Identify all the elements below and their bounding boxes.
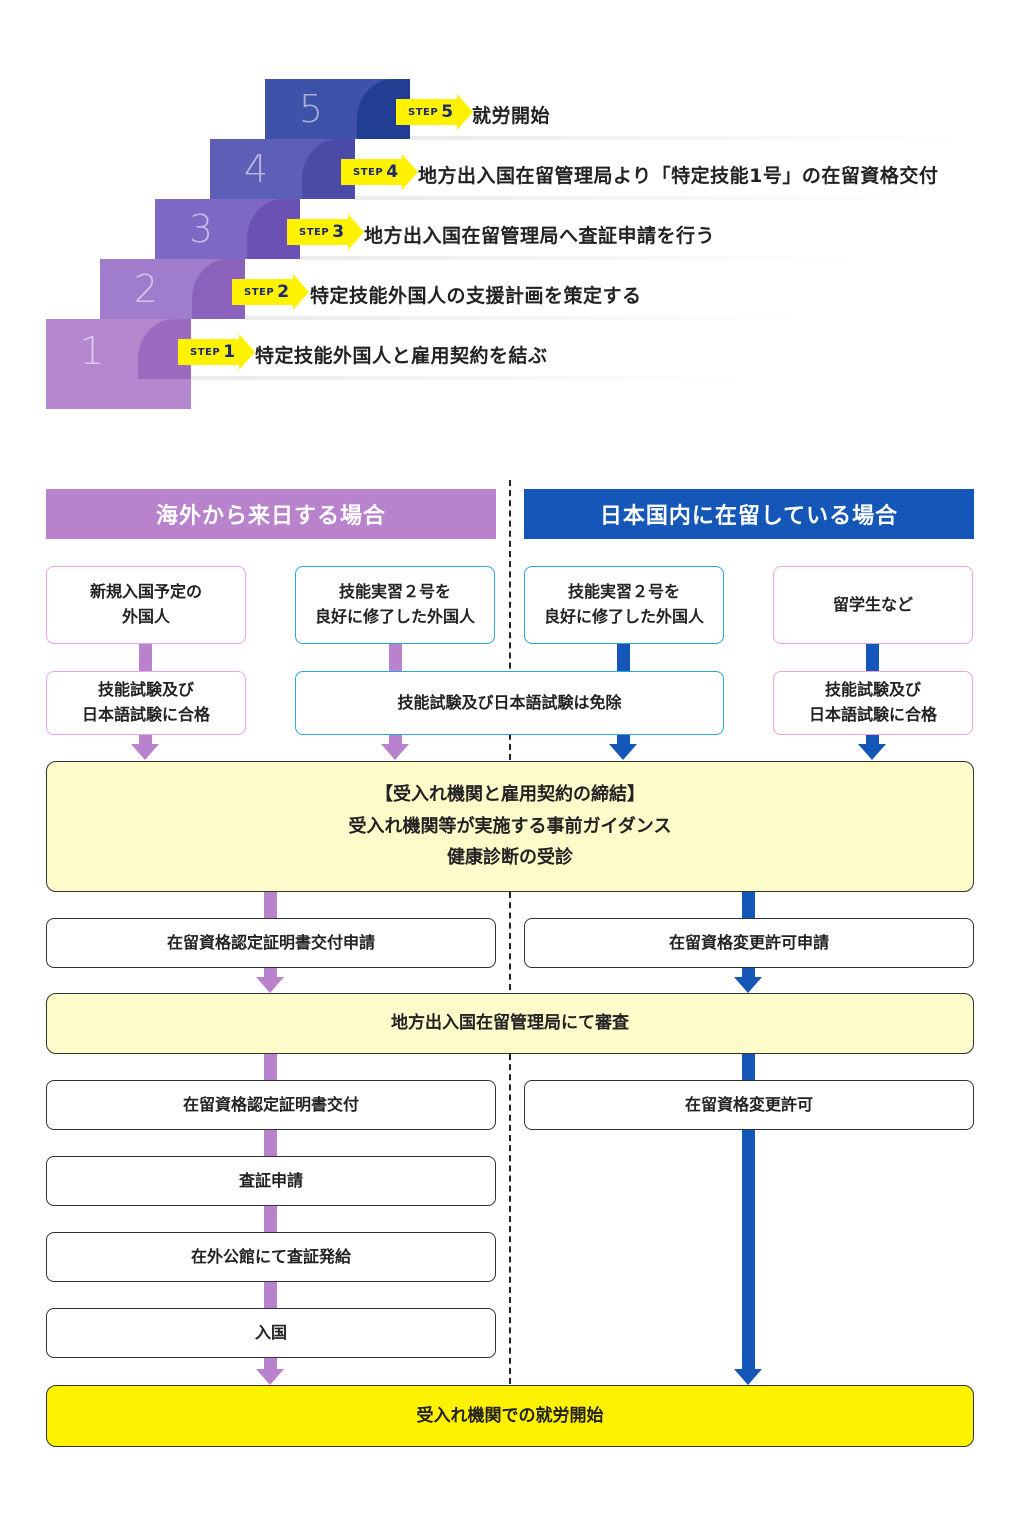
tag-arrow	[293, 274, 310, 310]
step-3-text: 地方出入国在留管理局へ査証申請を行う	[364, 225, 716, 247]
step-word: STEP	[353, 166, 384, 178]
step-5-shadow	[410, 136, 970, 140]
divider-top	[509, 480, 511, 760]
connector	[264, 1358, 277, 1370]
tag-arrow	[457, 94, 474, 130]
step-word: STEP	[190, 346, 221, 358]
step-1-number: 1	[79, 329, 105, 373]
step-1-text: 特定技能外国人と雇用契約を結ぶ	[255, 345, 548, 367]
step-num: 2	[277, 282, 290, 302]
step-4-text: 地方出入国在留管理局より「特定技能1号」の在留資格交付	[418, 165, 939, 187]
divider-bottom	[509, 1054, 511, 1384]
step-2-text: 特定技能外国人の支援計画を策定する	[310, 285, 642, 307]
box-status-change-application: 在留資格変更許可申請	[524, 918, 974, 968]
box-coe-issued: 在留資格認定証明書交付	[46, 1080, 496, 1130]
tag-arrow	[239, 334, 256, 370]
connector	[742, 892, 755, 918]
arrow-down	[734, 1369, 762, 1385]
arrow-down	[131, 744, 159, 760]
step-3-shadow	[300, 256, 860, 260]
step-5-number: 5	[298, 87, 324, 131]
box-trainee-domestic: 技能実習２号を 良好に修了した外国人	[524, 566, 724, 644]
box-trainee-overseas: 技能実習２号を 良好に修了した外国人	[295, 566, 495, 644]
step-num: 4	[386, 162, 399, 182]
contract-line-2: 受入れ機関等が実施する事前ガイダンス	[348, 815, 672, 837]
step-num: 5	[441, 102, 454, 122]
connector	[742, 968, 755, 978]
connector	[264, 1130, 277, 1156]
step-1-shadow	[190, 376, 750, 380]
box-review: 地方出入国在留管理局にて審査	[46, 993, 974, 1054]
step-2-shadow	[245, 316, 805, 320]
connector	[264, 1206, 277, 1232]
connector	[139, 735, 152, 745]
connector	[866, 735, 879, 745]
step-2-block: 2	[100, 259, 245, 319]
step-3-number: 3	[188, 207, 214, 251]
step-num: 1	[223, 342, 236, 362]
box-entry: 入国	[46, 1308, 496, 1358]
step-2-number: 2	[133, 267, 159, 311]
arrow-down	[256, 1369, 284, 1385]
divider-mid	[509, 892, 511, 990]
box-visa-issued: 在外公館にて査証発給	[46, 1232, 496, 1282]
header-domestic: 日本国内に在留している場合	[524, 489, 974, 539]
step-5-text: 就労開始	[472, 105, 551, 127]
step-5-block: 5	[265, 79, 410, 139]
arrow-down	[858, 744, 886, 760]
connector	[742, 1130, 755, 1370]
contract-line-3: 健康診断の受診	[447, 847, 573, 869]
connector	[617, 644, 630, 671]
connector	[389, 735, 402, 745]
box-new-entrant: 新規入国予定の 外国人	[46, 566, 246, 644]
step-word: STEP	[299, 226, 330, 238]
connector	[264, 1054, 277, 1080]
box-students: 留学生など	[773, 566, 973, 644]
arrow-down	[734, 977, 762, 993]
step-word: STEP	[408, 106, 439, 118]
arrow-down	[609, 744, 637, 760]
connector	[264, 892, 277, 918]
connector	[389, 644, 402, 671]
step-3-block: 3	[155, 199, 300, 259]
step-num: 3	[332, 222, 345, 242]
step-4-block: 4	[210, 139, 355, 199]
connector	[617, 735, 630, 745]
box-exam-pass-left: 技能試験及び 日本語試験に合格	[46, 671, 246, 735]
box-coe-application: 在留資格認定証明書交付申請	[46, 918, 496, 968]
step-4-number: 4	[243, 147, 269, 191]
box-status-change-permit: 在留資格変更許可	[524, 1080, 974, 1130]
arrow-down	[381, 744, 409, 760]
step-1-block: 1	[46, 319, 191, 409]
connector	[264, 1282, 277, 1308]
box-contract: 【受入れ機関と雇用契約の締結】 受入れ機関等が実施する事前ガイダンス 健康診断の…	[46, 761, 974, 892]
connector	[742, 1054, 755, 1080]
connector	[866, 644, 879, 671]
tag-arrow	[348, 214, 365, 250]
header-overseas: 海外から来日する場合	[46, 489, 496, 539]
arrow-down	[256, 977, 284, 993]
step-4-shadow	[355, 196, 935, 200]
box-exam-pass-right: 技能試験及び 日本語試験に合格	[773, 671, 973, 735]
box-visa-application: 査証申請	[46, 1156, 496, 1206]
tag-arrow	[402, 154, 419, 190]
box-start-work: 受入れ機関での就労開始	[46, 1385, 974, 1447]
connector	[139, 644, 152, 671]
contract-line-1: 【受入れ機関と雇用契約の締結】	[375, 784, 645, 806]
step-word: STEP	[244, 286, 275, 298]
connector	[264, 968, 277, 978]
box-exam-exempt: 技能試験及び日本語試験は免除	[295, 671, 724, 735]
